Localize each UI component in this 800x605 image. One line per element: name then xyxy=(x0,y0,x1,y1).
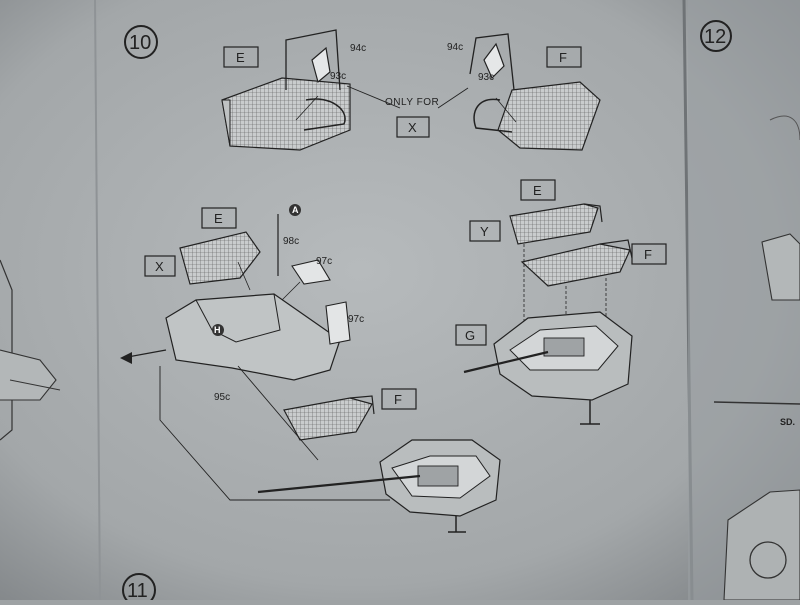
mid-mesh-f xyxy=(283,395,375,441)
leader-line xyxy=(295,95,319,121)
label-box-y xyxy=(469,220,501,242)
left-edge-vehicle-fragment xyxy=(0,259,61,441)
handle-rod xyxy=(473,98,513,133)
vehicle-wheel xyxy=(749,541,787,579)
step-11-number: 11 xyxy=(127,580,148,600)
handle-rod xyxy=(303,98,346,131)
label-e-right: E xyxy=(533,183,542,198)
arrow-head xyxy=(120,352,132,364)
mesh-frame xyxy=(349,395,375,415)
only-for-leader-left xyxy=(346,85,401,109)
leader-line xyxy=(495,97,517,123)
callout-h: H xyxy=(214,325,221,335)
part-97c-upper-label: 97c xyxy=(316,256,332,267)
part-94c-left: 94c xyxy=(350,43,366,54)
mid-left-turret-assembly: A H xyxy=(120,204,351,381)
turret-inner-edge xyxy=(195,293,281,343)
frame-bracket xyxy=(469,33,515,91)
bracket-part-94c xyxy=(311,46,331,84)
label-e-top-left: E xyxy=(236,50,245,65)
bottom-turret-assembly xyxy=(257,439,501,533)
right-edge-vehicle-fragment xyxy=(723,115,800,601)
only-for-leader-right xyxy=(437,87,469,109)
only-for-note: ONLY FOR xyxy=(385,97,439,108)
guide-line xyxy=(159,366,390,501)
step-circle xyxy=(700,20,732,52)
label-box-e xyxy=(223,46,259,68)
callout-a-dot xyxy=(289,204,301,216)
frame-bracket xyxy=(285,29,341,91)
step-12-number: 12 xyxy=(704,26,726,48)
left-fold-line xyxy=(94,0,101,601)
step-circle xyxy=(124,25,158,59)
label-x-top: X xyxy=(408,120,417,135)
part-95c: 95c xyxy=(214,392,230,403)
vehicle-turret xyxy=(0,349,57,401)
label-y: Y xyxy=(480,224,489,239)
vehicle-body xyxy=(761,233,800,301)
label-f-mid: F xyxy=(394,392,402,407)
callout-a: A xyxy=(292,205,299,215)
next-page-divider xyxy=(713,401,800,405)
mesh-panel xyxy=(497,81,601,151)
leader-line xyxy=(281,281,301,301)
gun-barrel xyxy=(257,474,421,494)
mesh-frame-f xyxy=(599,239,633,259)
gun-breech xyxy=(543,337,585,357)
label-g: G xyxy=(465,328,475,343)
mesh-panel-e xyxy=(179,231,261,285)
callout-h-dot xyxy=(212,324,224,336)
bracket-part-94c xyxy=(483,42,505,80)
part-98c: 98c xyxy=(283,236,299,247)
leader-line xyxy=(237,261,251,291)
step-circle xyxy=(122,573,156,605)
guide-line xyxy=(237,365,319,461)
gun-barrel xyxy=(463,350,549,374)
mesh-panel-f xyxy=(520,243,631,287)
label-f-right: F xyxy=(644,247,652,262)
part-97c-side xyxy=(325,301,351,345)
label-box-e-right xyxy=(520,179,556,201)
part-93c-right: 93c xyxy=(478,72,494,83)
label-e-mid-left: E xyxy=(214,211,223,226)
label-box-f-right xyxy=(631,243,667,265)
part-97c-upper xyxy=(291,259,331,285)
label-box-e-mid xyxy=(201,207,237,229)
label-f-top-right: F xyxy=(559,50,567,65)
part-97c-side-label: 97c xyxy=(348,314,364,325)
mesh-panel-edge xyxy=(221,99,231,147)
mesh-frame-e xyxy=(583,203,603,223)
mesh-panel-f xyxy=(283,397,373,441)
top-right-mesh-assembly xyxy=(469,33,601,151)
right-turret-assembly xyxy=(463,203,633,425)
label-box-f-top xyxy=(546,46,582,68)
part-94c-right: 94c xyxy=(447,42,463,53)
vehicle-detail xyxy=(9,379,61,391)
label-box-x-mid xyxy=(144,255,176,277)
step-10-marker: 10 xyxy=(124,25,158,59)
gun-breech xyxy=(417,465,459,487)
part-93c-left: 93c xyxy=(330,71,346,82)
label-x-mid: X xyxy=(155,259,164,274)
step-11-marker: 11 xyxy=(122,573,156,605)
top-left-mesh-assembly xyxy=(221,29,351,151)
label-box-g xyxy=(455,324,487,346)
step-10-number: 10 xyxy=(129,32,151,54)
mesh-panel-e xyxy=(509,203,599,245)
label-box-x-top xyxy=(396,116,430,138)
next-page-caption: SD. xyxy=(780,417,795,427)
step-12-marker: 12 xyxy=(700,20,732,52)
label-box-f-mid xyxy=(381,388,417,410)
